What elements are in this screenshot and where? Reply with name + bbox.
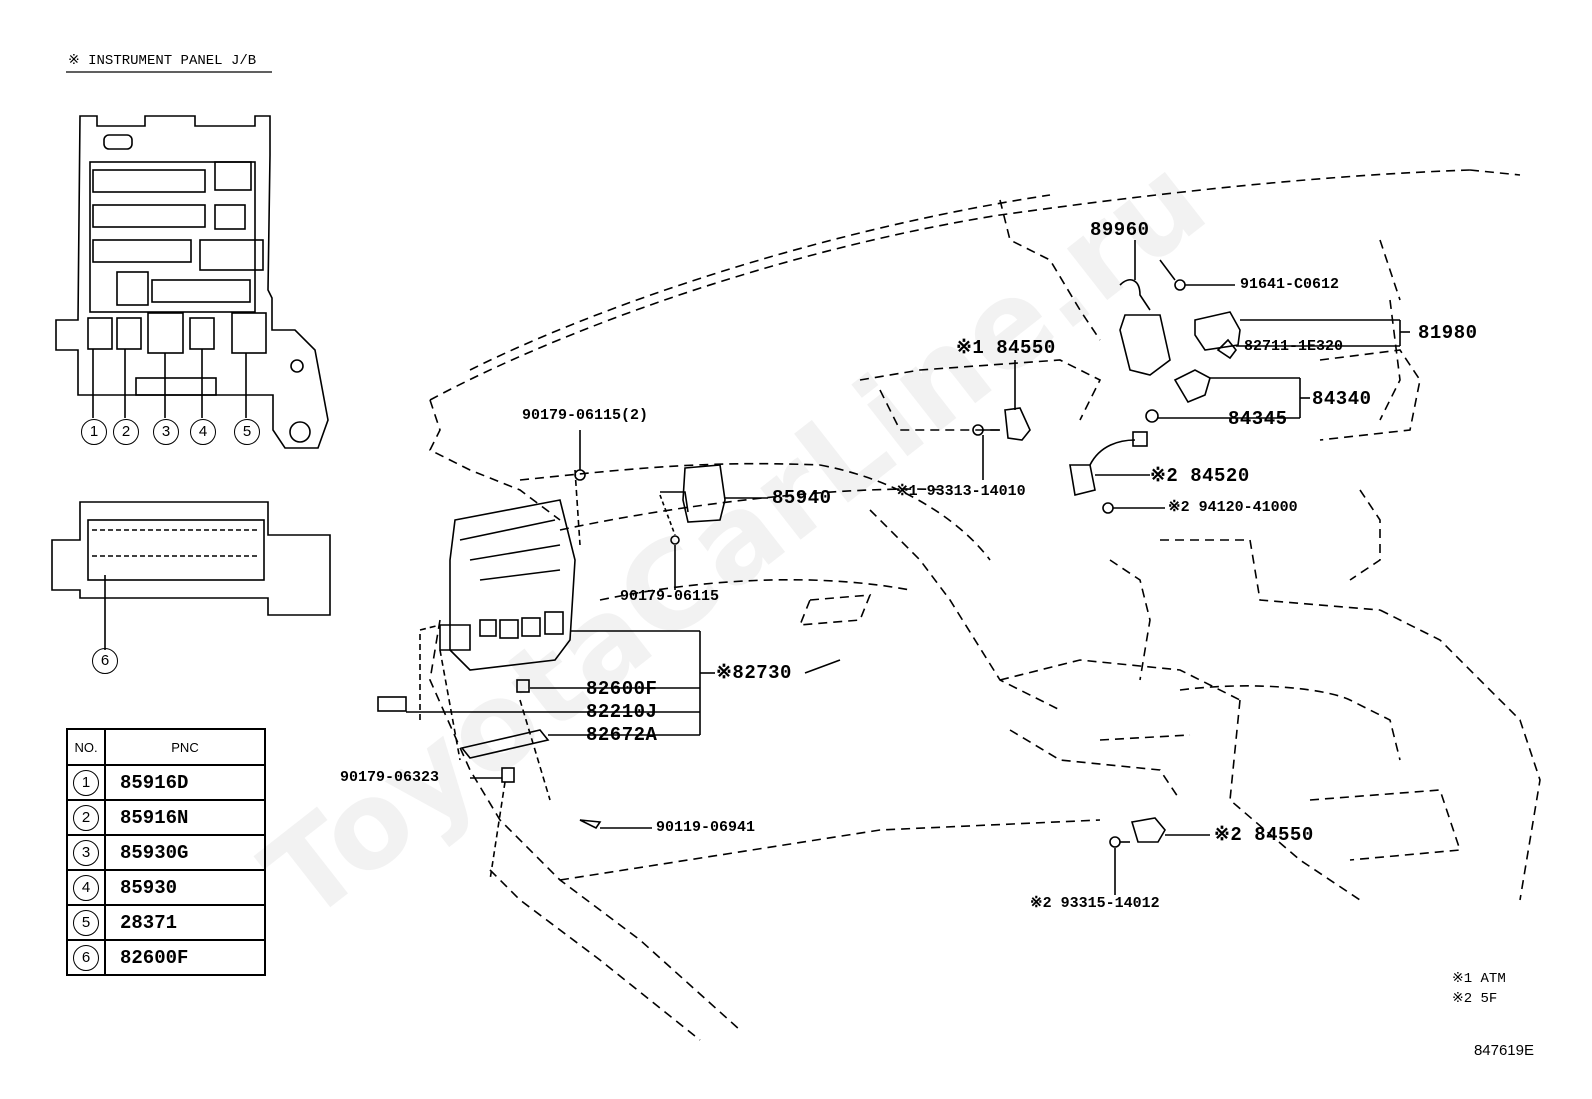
relay-81980 [1194,311,1410,360]
callout-90179-06115[interactable]: 90179-06115 [620,588,720,605]
header-pnc: PNC [104,728,266,766]
callout-82600f[interactable]: 82600F [586,678,658,700]
callout-85940[interactable]: 85940 [772,487,832,509]
row-number: 1 [73,769,99,796]
connector-6: 6 [92,648,118,674]
row-number: 6 [73,944,99,971]
callout-82730[interactable]: ※82730 [716,662,792,684]
header-no: NO. [66,728,106,766]
switch-84520 [1069,431,1165,514]
note-5f: ※2 5F [1452,991,1498,1007]
switch-84550-5f [1109,817,1210,895]
callout-84520[interactable]: ※2 84520 [1150,465,1250,487]
module-85940 [659,464,768,590]
row-number: 5 [73,909,99,936]
connector-3: 3 [153,419,179,445]
row-pnc: 28371 [104,904,266,941]
row-number: 4 [73,874,99,901]
callout-93315-14012[interactable]: ※2 93315-14012 [1030,895,1160,912]
pnc-row: 1 85916D [66,764,266,801]
callout-84345[interactable]: 84345 [1228,408,1288,430]
callout-90179-06115-2[interactable]: 90179-06115(2) [522,407,649,424]
callout-90179-06323[interactable]: 90179-06323 [340,769,440,786]
callout-82672a[interactable]: 82672A [586,724,658,746]
pnc-table: NO. PNC 1 85916D 2 85916N 3 85930G 4 859… [66,728,266,976]
callout-81980[interactable]: 81980 [1418,322,1478,344]
callout-94120-41000[interactable]: ※2 94120-41000 [1168,499,1298,516]
callout-82210j[interactable]: 82210J [586,701,658,723]
junction-block-side-view [51,501,331,650]
pnc-row: 5 28371 [66,904,266,941]
callout-82711-1e320[interactable]: 82711-1E320 [1244,338,1344,355]
junction-block-front-view [55,115,329,449]
connector-2: 2 [113,419,139,445]
callout-84340[interactable]: 84340 [1312,388,1372,410]
row-pnc: 82600F [104,939,266,976]
pnc-row: 4 85930 [66,869,266,906]
row-number: 2 [73,804,99,831]
pnc-table-header: NO. PNC [66,728,266,766]
note-atm: ※1 ATM [1452,971,1506,987]
connector-4: 4 [190,419,216,445]
connector-1: 1 [81,419,107,445]
callout-90119-06941[interactable]: 90119-06941 [656,819,756,836]
callout-93313-14010[interactable]: ※1 93313-14010 [896,483,1026,500]
callout-84550-5f[interactable]: ※2 84550 [1214,824,1314,846]
header-title: ※ INSTRUMENT PANEL J/B [68,53,257,69]
relay-box [377,430,715,881]
callout-89960[interactable]: 89960 [1090,219,1150,241]
switch-84550-atm [972,360,1031,480]
pnc-row: 2 85916N [66,799,266,836]
pnc-row: 6 82600F [66,939,266,976]
drawing-code: 847619E [1473,1042,1534,1059]
row-pnc: 85916N [104,799,266,836]
callout-84550-atm[interactable]: ※1 84550 [956,337,1056,359]
row-pnc: 85930 [104,869,266,906]
row-number: 3 [73,839,99,866]
pnc-row: 3 85930G [66,834,266,871]
switch-84340 [1145,369,1310,423]
callout-91641-c0612[interactable]: 91641-C0612 [1240,276,1340,293]
row-pnc: 85930G [104,834,266,871]
dashboard-outline [428,169,1541,1041]
row-pnc: 85916D [104,764,266,801]
sensor-89960 [1119,240,1235,376]
connector-5: 5 [234,419,260,445]
